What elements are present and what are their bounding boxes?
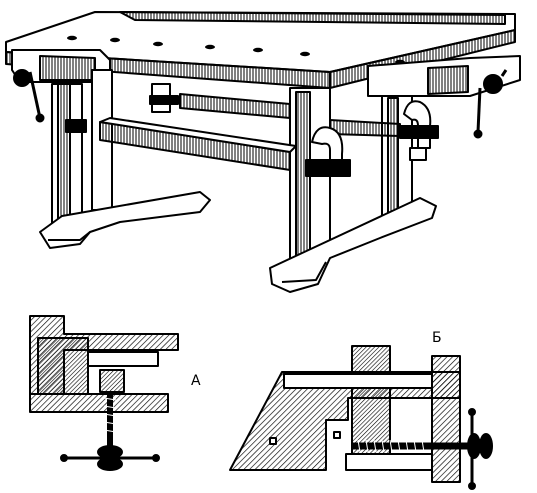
leg-wedge-right-front (305, 126, 351, 177)
stretcher-back (179, 93, 291, 119)
detail-a-plate (29, 393, 169, 413)
detail-a-jaw (37, 337, 89, 395)
leg-wedge-right-back (399, 100, 439, 161)
detail-a-screw (60, 392, 160, 471)
foot-left (39, 191, 211, 249)
leg-wedge-left (149, 83, 179, 113)
bench-dog-holes (67, 35, 405, 65)
detail-b-label: Б (432, 330, 442, 346)
tool-trough (119, 11, 506, 25)
front-vise-handle (13, 69, 45, 123)
detail-b-screw (352, 408, 493, 490)
detail-b-drawing (229, 345, 493, 490)
tail-vise-handle (473, 69, 508, 139)
detail-a-label: А (191, 373, 201, 389)
detail-a-drawing (29, 315, 179, 471)
detail-b-body (229, 371, 461, 471)
workbench-drawing (5, 11, 521, 293)
detail-a-guide (87, 351, 159, 367)
foot-right (269, 197, 437, 293)
detail-b-vise-block (431, 355, 461, 483)
detail-b-slide (283, 373, 433, 389)
